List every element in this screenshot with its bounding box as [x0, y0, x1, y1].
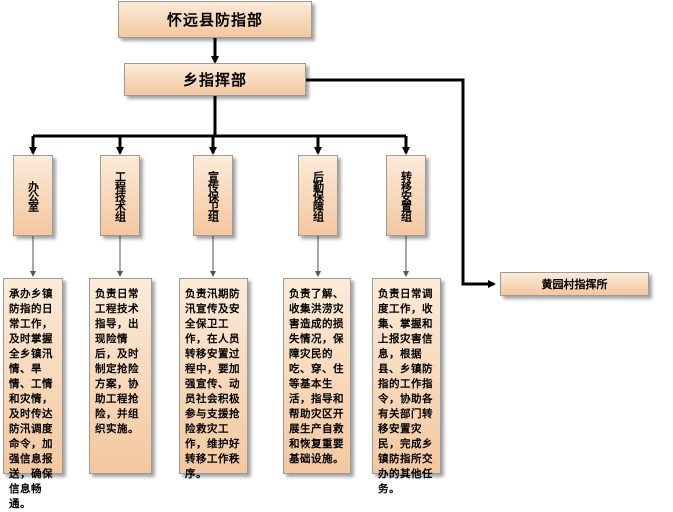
group-box-logistics: 后勤保障组: [298, 155, 338, 236]
desc-box-engineering: 负责日常工程技术指导，出现险情后，及时制定抢险方案，协助工程抢险，并组织实施。: [89, 278, 152, 474]
desc-text-logistics: 负责了解、收集洪涝灾害造成的损失情况，保障灾民的吃、穿、住等基本生活，指导和帮助…: [289, 288, 344, 465]
group-box-engineering: 工程技术组: [100, 155, 140, 236]
desc-box-publicity: 负责汛期防汛宣传及安全保卫工作，在人员转移安置过程中，要加强宣传、动员社会积极参…: [179, 278, 248, 480]
group-label-logistics: 后勤保障组: [311, 170, 325, 221]
group-label-office: 办公室: [26, 180, 40, 211]
group-box-relocation: 转移安置组: [386, 155, 426, 236]
desc-box-relocation: 负责日常调度工作，收集、掌握和上报灾害信息，根据县、乡镇防指的工作指令，协助各有…: [372, 278, 441, 495]
desc-text-office: 承办乡镇防指的日常工作，及时掌握全乡镇汛情、旱情、工情和灾情，及时传达防汛调度命…: [9, 288, 53, 510]
township-hq-box: 乡指挥部: [124, 63, 306, 96]
group-box-publicity: 宣传保卫组: [193, 155, 233, 236]
village-post-box: 黄园村指挥所: [500, 272, 649, 296]
county-hq-label: 怀远县防指部: [166, 11, 263, 29]
desc-text-relocation: 负责日常调度工作，收集、掌握和上报灾害信息，根据县、乡镇防指的工作指令，协助各有…: [378, 288, 433, 495]
group-label-publicity: 宣传保卫组: [206, 170, 220, 221]
township-hq-label: 乡指挥部: [182, 71, 247, 89]
connector-lines: [29, 38, 496, 288]
group-box-office: 办公室: [13, 155, 53, 236]
county-hq-box: 怀远县防指部: [118, 1, 312, 38]
desc-text-engineering: 负责日常工程技术指导，出现险情后，及时制定抢险方案，协助工程抢险，并组织实施。: [95, 288, 139, 435]
arrow-township-to-village: [306, 78, 496, 288]
group-label-relocation: 转移安置组: [399, 170, 413, 221]
desc-text-publicity: 负责汛期防汛宣传及安全保卫工作，在人员转移安置过程中，要加强宣传、动员社会积极参…: [185, 288, 240, 480]
village-post-label: 黄园村指挥所: [541, 278, 608, 291]
desc-box-logistics: 负责了解、收集洪涝灾害造成的损失情况，保障灾民的吃、穿、住等基本生活，指导和帮助…: [283, 278, 351, 474]
desc-box-office: 承办乡镇防指的日常工作，及时掌握全乡镇汛情、旱情、工情和灾情，及时传达防汛调度命…: [3, 278, 63, 510]
group-label-engineering: 工程技术组: [113, 170, 127, 221]
